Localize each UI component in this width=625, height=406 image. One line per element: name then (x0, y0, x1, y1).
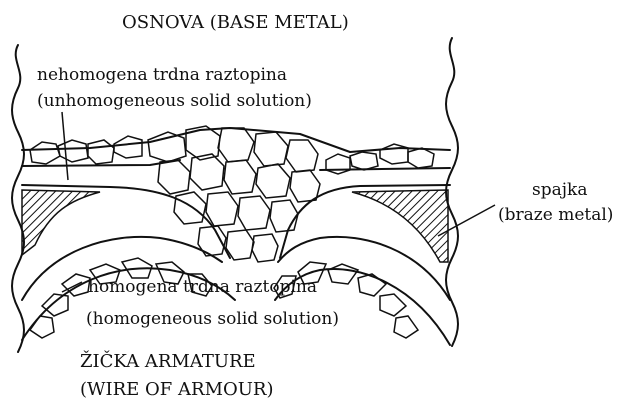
label-wire-sl: ŽIČKA ARMATURE (80, 349, 256, 372)
leader-unhomogeneous (62, 112, 68, 180)
label-braze-en: (braze metal) (498, 205, 613, 225)
label-unhomogeneous-en: (unhomogeneous solid solution) (37, 91, 312, 111)
label-homogeneous-sl: homogena trdna raztopina (88, 277, 317, 297)
label-base-metal: OSNOVA (BASE METAL) (122, 12, 349, 33)
label-homogeneous-en: (homogeneous solid solution) (86, 309, 339, 329)
label-braze-sl: spajka (532, 180, 587, 200)
grains (30, 126, 434, 338)
right-braze-fillet (352, 190, 448, 262)
label-unhomogeneous-sl: nehomogena trdna raztopina (37, 65, 287, 85)
label-wire-en: (WIRE OF ARMOUR) (80, 379, 274, 400)
